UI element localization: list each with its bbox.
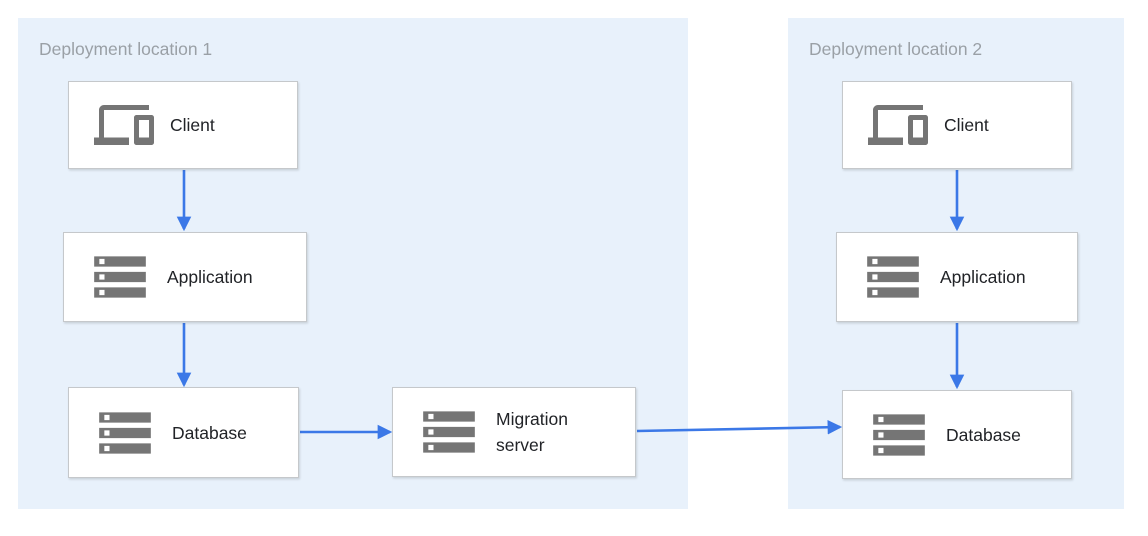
region-1-label: Deployment location 1 [39, 39, 213, 59]
server-stack-icon [862, 246, 924, 308]
node-application-2: Application [836, 232, 1078, 322]
server-stack-icon [418, 401, 480, 463]
server-stack-icon [94, 402, 156, 464]
devices-icon [868, 95, 928, 155]
server-stack-icon [89, 246, 151, 308]
node-label: Database [946, 424, 1021, 445]
node-label: Database [172, 422, 247, 443]
node-database-2: Database [842, 390, 1072, 479]
node-client-1: Client [68, 81, 298, 169]
node-database-1: Database [68, 387, 299, 478]
node-label: Application [167, 267, 253, 287]
server-stack-icon [868, 404, 930, 466]
node-label: Client [170, 115, 215, 135]
node-migration-server: Migration server [392, 387, 636, 477]
region-2-label: Deployment location 2 [809, 39, 983, 59]
node-label: Application [940, 267, 1026, 287]
node-label: Migration server [496, 409, 568, 455]
node-label: Client [944, 115, 989, 135]
node-application-1: Application [63, 232, 307, 322]
node-client-2: Client [842, 81, 1072, 169]
devices-icon [94, 95, 154, 155]
